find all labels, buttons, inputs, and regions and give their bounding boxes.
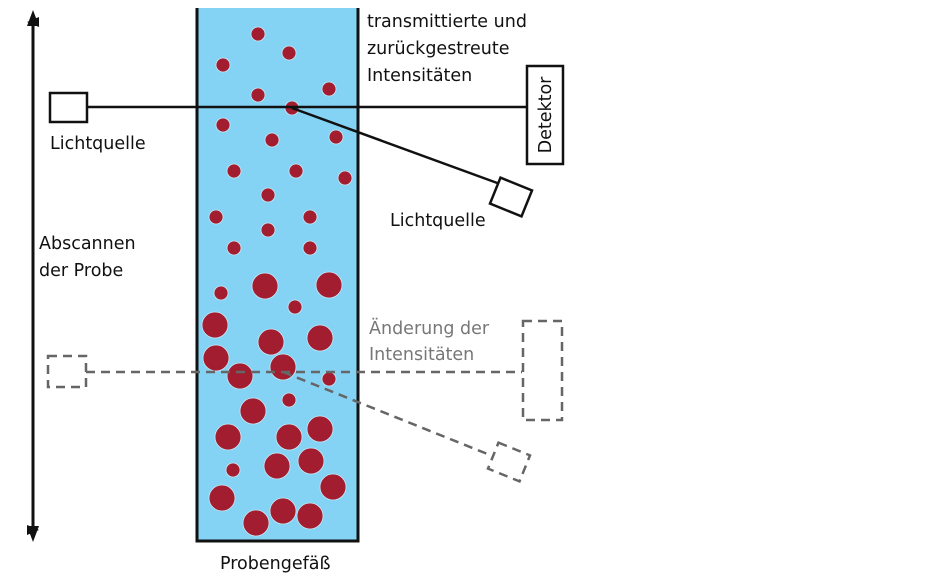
particle: [297, 447, 325, 475]
particle: [328, 129, 344, 145]
particle: [226, 240, 242, 256]
particle: [281, 45, 297, 61]
particle: [260, 187, 276, 203]
particle: [225, 462, 241, 478]
particles: [201, 26, 353, 537]
transmitted-label-1: transmittierte und: [367, 12, 527, 32]
particle: [281, 392, 297, 408]
particle: [213, 285, 229, 301]
light-source-label: Lichtquelle: [50, 134, 146, 154]
particle: [226, 362, 254, 390]
transmitted-label-2: zurückgestreute: [367, 39, 509, 59]
particle: [269, 353, 297, 381]
particle: [250, 26, 266, 42]
scattered-beam-dashed: [282, 370, 491, 457]
particle: [263, 452, 291, 480]
sample-vessel: [195, 8, 360, 543]
change-label-1: Änderung der: [369, 318, 490, 339]
transmitted-label-3: Intensitäten: [367, 66, 472, 86]
particle: [315, 271, 343, 299]
particle: [208, 209, 224, 225]
particle: [275, 423, 303, 451]
particle: [302, 209, 318, 225]
particle: [202, 344, 230, 372]
scan-label-1: Abscannen: [39, 234, 136, 254]
vessel-label: Probengefäß: [220, 554, 331, 574]
particle: [215, 117, 231, 133]
particle: [251, 272, 279, 300]
light-source-box: [48, 91, 89, 124]
scattered-beam: [291, 106, 501, 186]
scan-label-2: der Probe: [39, 261, 123, 281]
detector-box-dashed: [521, 319, 564, 422]
particle: [296, 502, 324, 530]
particle: [306, 415, 334, 443]
light-source-box-dashed: [46, 354, 88, 389]
particle: [242, 509, 270, 537]
particle: [215, 57, 231, 73]
light-source-box-scatter: [488, 176, 534, 218]
particle: [269, 497, 297, 525]
particle: [306, 324, 334, 352]
particle: [201, 311, 229, 339]
detector-label: Detektor: [536, 76, 556, 154]
particle: [260, 222, 276, 238]
particle: [287, 299, 303, 315]
particle: [321, 371, 337, 387]
particle: [264, 132, 280, 148]
change-label-2: Intensitäten: [369, 345, 474, 365]
particle: [250, 87, 266, 103]
particle: [337, 170, 353, 186]
light-source-box-scatter-dashed: [486, 441, 532, 483]
particle: [208, 484, 236, 512]
particle: [239, 397, 267, 425]
particle: [257, 328, 285, 356]
particle: [302, 240, 318, 256]
particle: [321, 81, 337, 97]
detector-box: [525, 64, 565, 166]
light-source-scatter-label: Lichtquelle: [390, 211, 486, 231]
particle: [319, 473, 347, 501]
particle: [288, 163, 304, 179]
particle: [214, 423, 242, 451]
particle: [226, 163, 242, 179]
